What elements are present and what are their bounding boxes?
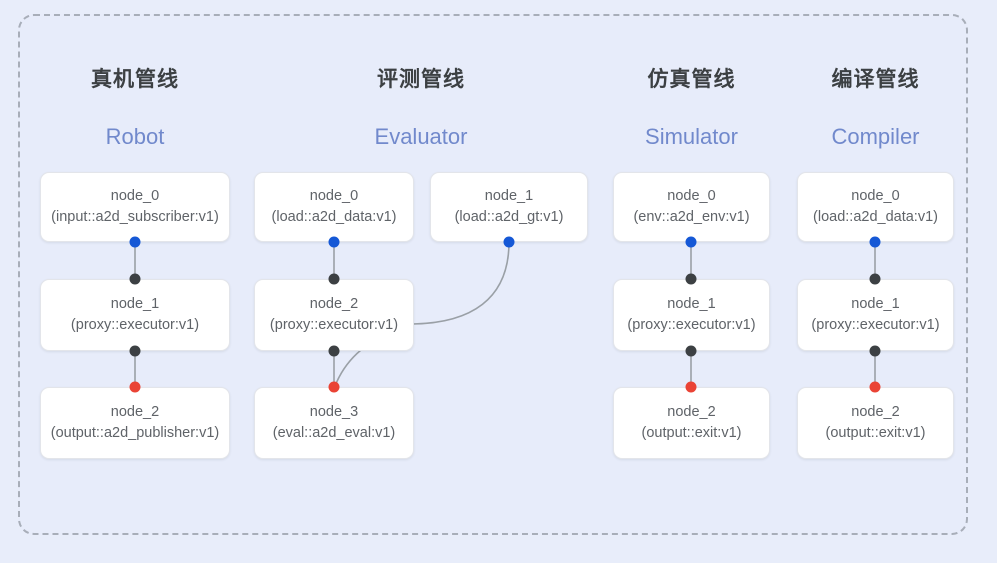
node-signature: (proxy::executor:v1): [70, 317, 200, 333]
node-name: node_1: [110, 295, 160, 312]
node-name: node_2: [110, 403, 160, 420]
port-dot-link-eval-node-2-out[interactable]: [328, 345, 340, 357]
node-name: node_2: [851, 403, 900, 420]
port-dot-input-sim-node-0[interactable]: [685, 236, 697, 248]
node-robot-node-1[interactable]: node_1 (proxy::executor:v1): [40, 279, 230, 351]
port-dot-link-comp-node-1-in[interactable]: [869, 273, 881, 285]
node-comp-node-2[interactable]: node_2 (output::exit:v1): [797, 387, 954, 459]
node-name: node_0: [309, 187, 359, 204]
node-robot-node-0[interactable]: node_0 (input::a2d_subscriber:v1): [40, 172, 230, 242]
column-title-simulator: 仿真管线: [647, 68, 736, 91]
node-name: node_1: [484, 187, 534, 204]
node-eval-node-0[interactable]: node_0 (load::a2d_data:v1): [254, 172, 414, 242]
column-subtitle-evaluator: Evaluator: [374, 124, 468, 149]
port-dot-link-robot-node-1-in[interactable]: [129, 273, 141, 285]
node-name: node_1: [667, 295, 716, 312]
node-name: node_2: [309, 295, 359, 312]
column-subtitle-compiler: Compiler: [831, 124, 920, 149]
column-subtitle-robot: Robot: [105, 124, 165, 149]
node-signature: (output::exit:v1): [825, 425, 926, 441]
node-eval-node-2[interactable]: node_2 (proxy::executor:v1): [254, 279, 414, 351]
column-title-compiler: 编译管线: [831, 68, 920, 91]
node-signature: (input::a2d_subscriber:v1): [51, 209, 219, 225]
port-dot-output-robot-node-2[interactable]: [129, 381, 141, 393]
node-signature: (eval::a2d_eval:v1): [272, 425, 396, 441]
node-signature: (output::exit:v1): [641, 425, 742, 441]
node-name: node_1: [851, 295, 900, 312]
port-dot-input-comp-node-0[interactable]: [869, 236, 881, 248]
node-comp-node-1[interactable]: node_1 (proxy::executor:v1): [797, 279, 954, 351]
port-dot-input-robot-node-0[interactable]: [129, 236, 141, 248]
node-sim-node-2[interactable]: node_2 (output::exit:v1): [613, 387, 770, 459]
port-dot-link-eval-node-2-in[interactable]: [328, 273, 340, 285]
node-signature: (load::a2d_gt:v1): [454, 209, 564, 225]
column-title-evaluator: 评测管线: [377, 68, 465, 91]
node-sim-node-1[interactable]: node_1 (proxy::executor:v1): [613, 279, 770, 351]
node-name: node_0: [110, 187, 160, 204]
node-signature: (proxy::executor:v1): [811, 317, 940, 333]
node-signature: (proxy::executor:v1): [627, 317, 756, 333]
node-signature: (proxy::executor:v1): [269, 317, 399, 333]
node-name: node_0: [667, 187, 716, 204]
node-name: node_2: [667, 403, 716, 420]
node-name: node_3: [309, 403, 359, 420]
port-dot-input-eval-node-1[interactable]: [503, 236, 515, 248]
port-dot-output-comp-node-2[interactable]: [869, 381, 881, 393]
port-dot-link-sim-node-1-out[interactable]: [685, 345, 697, 357]
node-sim-node-0[interactable]: node_0 (env::a2d_env:v1): [613, 172, 770, 242]
column-title-robot: 真机管线: [91, 68, 179, 91]
node-eval-node-1[interactable]: node_1 (load::a2d_gt:v1): [430, 172, 588, 242]
port-dot-input-eval-node-0[interactable]: [328, 236, 340, 248]
node-signature: (output::a2d_publisher:v1): [50, 425, 220, 441]
port-dot-link-comp-node-1-out[interactable]: [869, 345, 881, 357]
node-comp-node-0[interactable]: node_0 (load::a2d_data:v1): [797, 172, 954, 242]
node-signature: (load::a2d_data:v1): [271, 209, 397, 225]
node-name: node_0: [851, 187, 900, 204]
node-signature: (env::a2d_env:v1): [633, 209, 750, 225]
port-dot-link-sim-node-1-in[interactable]: [685, 273, 697, 285]
node-robot-node-2[interactable]: node_2 (output::a2d_publisher:v1): [40, 387, 230, 459]
port-dot-output-sim-node-2[interactable]: [685, 381, 697, 393]
port-dot-output-eval-node-3[interactable]: [328, 381, 340, 393]
column-subtitle-simulator: Simulator: [645, 124, 738, 149]
node-eval-node-3[interactable]: node_3 (eval::a2d_eval:v1): [254, 387, 414, 459]
port-dot-link-robot-node-1-out[interactable]: [129, 345, 141, 357]
node-signature: (load::a2d_data:v1): [813, 209, 938, 225]
